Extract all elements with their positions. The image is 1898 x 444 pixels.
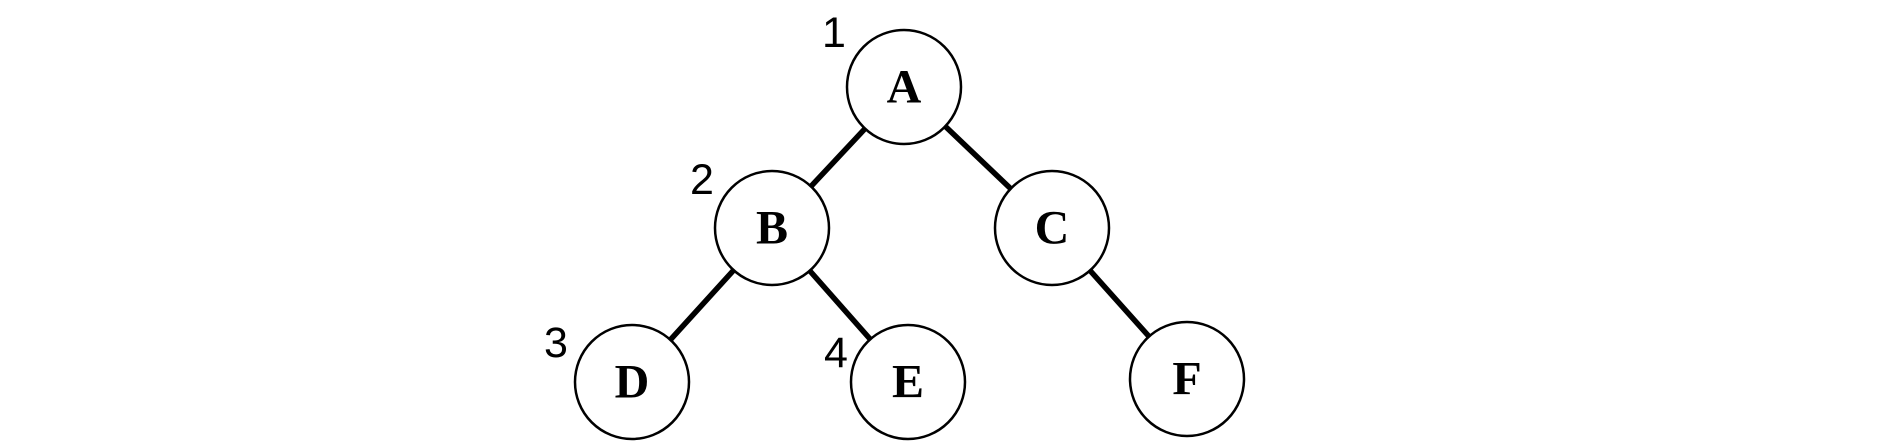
tree-node-D: D3 <box>544 319 691 441</box>
node-circle-D <box>573 323 691 441</box>
node-circle-F <box>1128 320 1246 438</box>
order-label-1: 1 <box>822 9 846 57</box>
tree-node-A: A1 <box>822 9 963 146</box>
node-circle-A <box>845 28 963 146</box>
node-label-B: B <box>756 202 788 255</box>
node-label-F: F <box>1172 353 1201 406</box>
order-label-3: 3 <box>544 319 568 367</box>
tree-node-F: F <box>1128 320 1246 438</box>
order-label-2: 2 <box>690 156 714 204</box>
tree-node-C: C <box>993 169 1111 287</box>
node-label-C: C <box>1035 202 1070 255</box>
node-circle-C <box>993 169 1111 287</box>
tree-node-E: E4 <box>824 323 967 441</box>
order-label-4: 4 <box>824 329 848 377</box>
node-label-A: A <box>887 61 922 114</box>
node-label-D: D <box>615 356 650 409</box>
tree-node-B: B2 <box>690 156 831 287</box>
node-label-E: E <box>892 356 924 409</box>
node-circle-B <box>713 169 831 287</box>
node-circle-E <box>849 323 967 441</box>
